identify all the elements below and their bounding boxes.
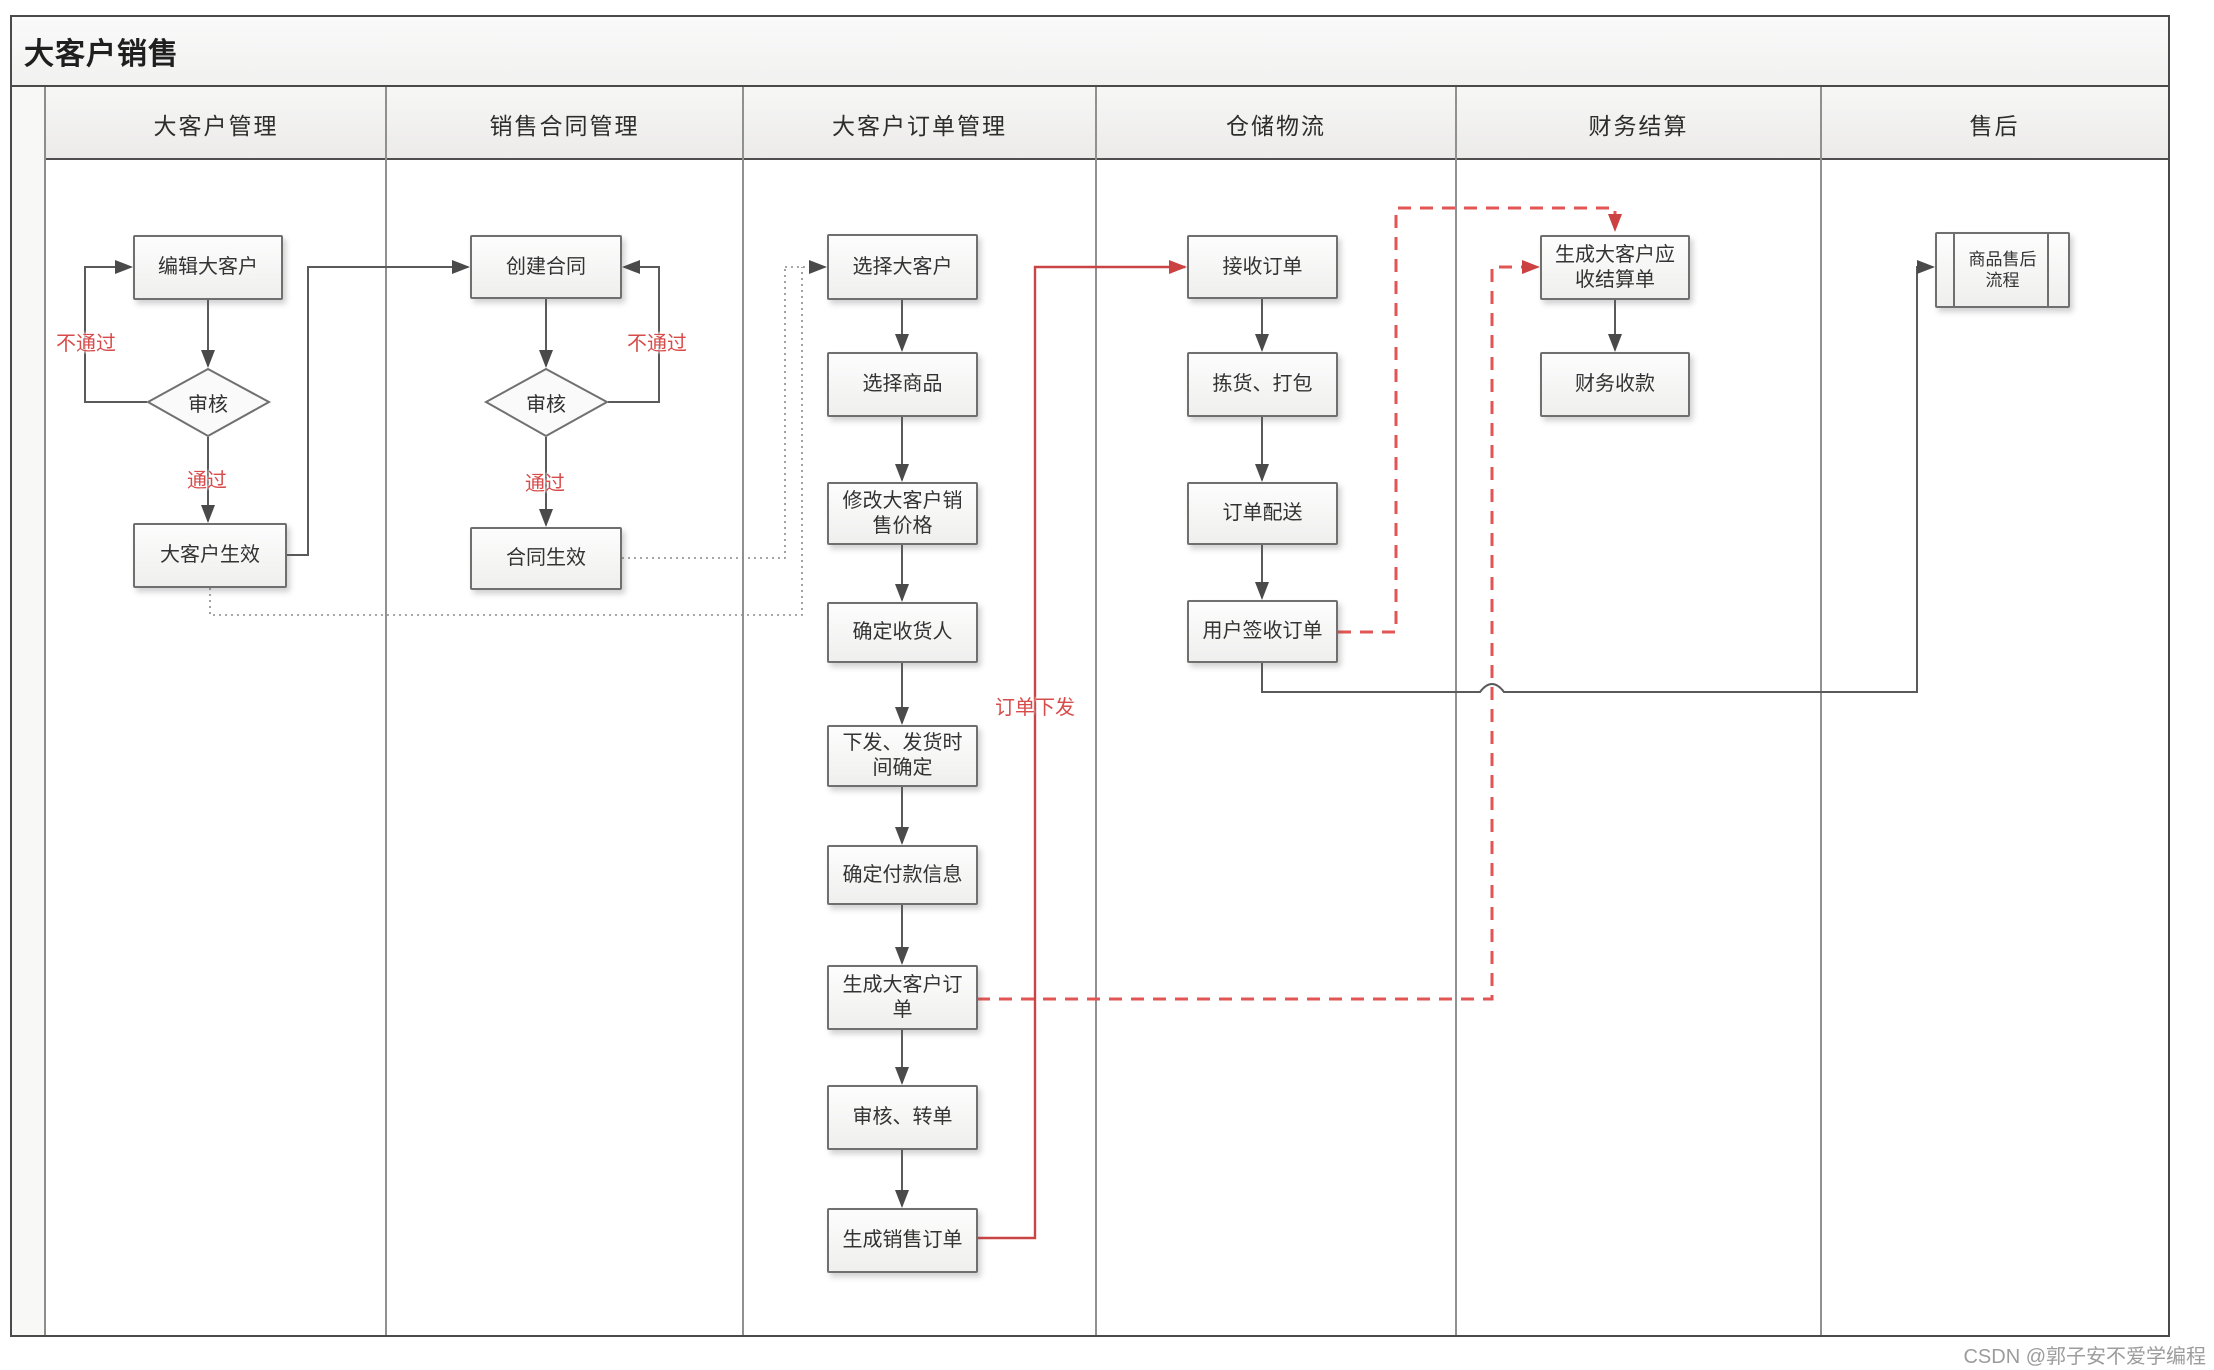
node-order-delivery: 订单配送 — [1187, 482, 1338, 545]
edge-order-dispatch — [977, 260, 1187, 1240]
edge-label-pass-contract: 通过 — [525, 472, 565, 495]
lane-divider — [1095, 87, 1097, 1335]
node-gen-customer-order: 生成大客户订单 — [827, 965, 978, 1030]
node-pick-pack: 拣货、打包 — [1187, 352, 1338, 417]
lane-divider — [385, 87, 387, 1335]
node-review-transfer: 审核、转单 — [827, 1085, 978, 1150]
edge-label-nopass-contract: 不通过 — [627, 332, 687, 355]
edge-customeractive-dotted — [209, 267, 803, 616]
node-confirm-payment: 确定付款信息 — [827, 845, 978, 905]
diamond-review-customer — [145, 367, 272, 438]
node-create-contract: 创建合同 — [470, 235, 622, 299]
lane-header-contract-management: 销售合同管理 — [489, 112, 640, 139]
edge-order-to-receivable — [977, 260, 1540, 1001]
diamond-review-contract — [483, 367, 610, 438]
node-edit-customer: 编辑大客户 — [133, 235, 283, 300]
node-select-customer: 选择大客户 — [827, 234, 978, 300]
dotted-connectors — [209, 260, 827, 616]
pool-label-strip — [12, 87, 46, 1335]
node-select-product: 选择商品 — [827, 352, 978, 417]
diagram-frame — [10, 15, 2170, 1337]
node-dispatch-time: 下发、发货时间确定 — [827, 725, 978, 787]
edge-review-nopass-loop — [84, 260, 147, 403]
lane-header-after-sales: 售后 — [1969, 112, 2020, 139]
node-user-sign: 用户签收订单 — [1187, 600, 1338, 663]
edge-active-to-contract — [287, 260, 470, 556]
red-dashed-connectors — [977, 206, 1622, 1001]
edge-sign-to-receivable — [1338, 206, 1622, 634]
node-confirm-receiver: 确定收货人 — [827, 602, 978, 663]
edge-label-order-dispatch: 订单下发 — [995, 696, 1075, 719]
edge-label-pass-customer: 通过 — [187, 469, 227, 492]
lane-divider — [1455, 87, 1457, 1335]
lane-divider — [1820, 87, 1822, 1335]
edge-sign-to-aftersales — [1261, 260, 1935, 693]
node-contract-active: 合同生效 — [470, 527, 622, 590]
node-finance-collect: 财务收款 — [1540, 352, 1690, 417]
edge-contract-nopass-loop — [608, 260, 660, 403]
node-gen-sales-order: 生成销售订单 — [827, 1208, 978, 1273]
node-review-contract: 审核 — [526, 393, 566, 416]
lane-header-order-management: 大客户订单管理 — [832, 112, 1007, 139]
page-title: 大客户销售 — [24, 38, 179, 71]
node-after-sales-subprocess: 商品售后流程 — [1935, 232, 2070, 308]
watermark: CSDN @郭子安不爱学编程 — [1963, 1346, 2206, 1368]
node-modify-price: 修改大客户销售价格 — [827, 482, 978, 545]
subprocess-bar-right — [2047, 232, 2049, 308]
subprocess-label: 商品售后流程 — [1968, 249, 2037, 290]
edge-contractactive-dotted — [622, 267, 786, 559]
node-customer-active: 大客户生效 — [133, 523, 287, 588]
pool-title-bar: 大客户销售 — [10, 15, 2170, 87]
lane-header-band — [46, 87, 2168, 160]
node-gen-receivable: 生成大客户应收结算单 — [1540, 235, 1690, 300]
lane-header-finance-settlement: 财务结算 — [1588, 112, 1689, 139]
node-receive-order: 接收订单 — [1187, 235, 1338, 299]
gray-connectors — [84, 260, 1935, 1208]
lane-header-customer-management: 大客户管理 — [153, 112, 279, 139]
subprocess-bar-left — [1953, 232, 1955, 308]
edge-label-nopass-customer: 不通过 — [56, 332, 116, 355]
node-review-customer: 审核 — [188, 393, 228, 416]
lane-divider — [742, 87, 744, 1335]
lane-header-warehouse-logistics: 仓储物流 — [1226, 112, 1326, 139]
